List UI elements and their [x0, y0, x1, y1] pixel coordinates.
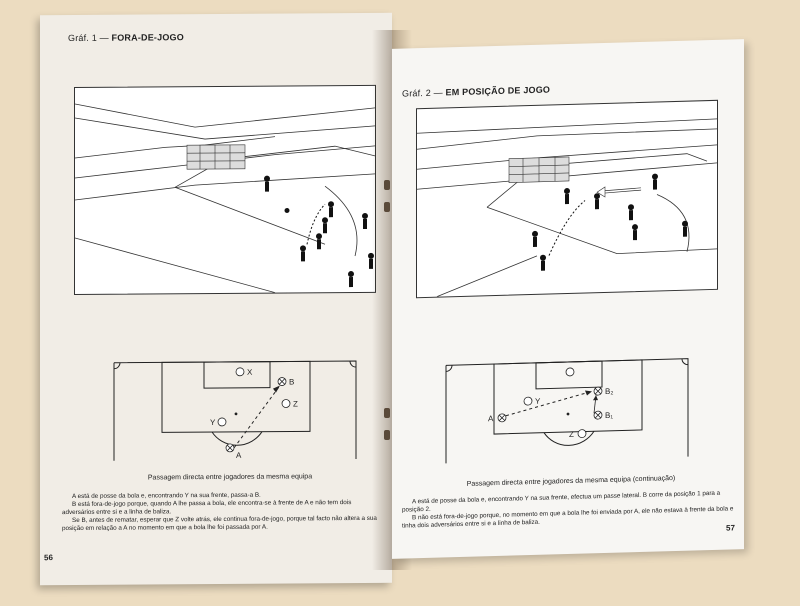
left-header-prefix: Gráf. 1 — — [68, 32, 112, 44]
right-header-title: EM POSIÇÃO DE JOGO — [445, 84, 551, 98]
binding-hole — [384, 430, 390, 440]
right-header-prefix: Gráf. 2 — — [402, 87, 446, 99]
left-label-a: A — [236, 451, 242, 460]
right-tactical-diagram: Y B₂ A B₁ Z — [442, 349, 692, 466]
left-tactical-diagram: X B Z Y A — [110, 351, 360, 463]
right-label-b1: B₁ — [605, 411, 613, 420]
left-header-title: FORA-DE-JOGO — [111, 32, 184, 43]
right-page-number: 57 — [726, 523, 735, 533]
right-page-header: Gráf. 2 — EM POSIÇÃO DE JOGO — [402, 84, 550, 98]
right-label-b2: B₂ — [605, 387, 613, 396]
left-diagram-drawing: X B Z Y A — [113, 360, 357, 461]
right-field-illustration — [416, 99, 718, 299]
left-label-y: Y — [210, 418, 216, 427]
right-goal — [508, 156, 570, 183]
right-field-drawing — [417, 118, 717, 298]
right-label-z: Z — [569, 430, 574, 439]
binding-hole — [384, 180, 390, 190]
left-label-b: B — [289, 377, 294, 386]
right-label-a: A — [488, 414, 494, 423]
left-body-text: A está de posse da bola e, encontrando Y… — [62, 491, 380, 533]
right-body-text: A está de posse da bola e, encontrando Y… — [402, 489, 734, 530]
left-label-z: Z — [293, 399, 298, 408]
right-diagram-drawing: Y B₂ A B₁ Z — [445, 358, 689, 464]
left-page-header: Gráf. 1 — FORA-DE-JOGO — [68, 32, 184, 43]
binding-hole — [384, 408, 390, 418]
left-caption: Passagem directa entre jogadores da mesm… — [147, 473, 313, 482]
binding-hole — [384, 202, 390, 212]
right-players — [532, 173, 688, 271]
left-goal — [186, 144, 246, 170]
left-field-illustration — [74, 84, 376, 295]
left-page: Gráf. 1 — FORA-DE-JOGO — [40, 12, 392, 586]
left-players — [264, 175, 374, 288]
left-paragraph-3: Se B, antes de rematar, esperar que Z vo… — [62, 514, 377, 533]
left-field-drawing — [75, 103, 375, 293]
left-page-number: 56 — [44, 553, 53, 563]
right-page: Gráf. 2 — EM POSIÇÃO DE JOGO — [392, 39, 744, 559]
left-label-x: X — [247, 368, 253, 377]
right-caption: Passagem directa entre jogadores da mesm… — [466, 475, 676, 488]
right-label-y: Y — [535, 397, 541, 406]
